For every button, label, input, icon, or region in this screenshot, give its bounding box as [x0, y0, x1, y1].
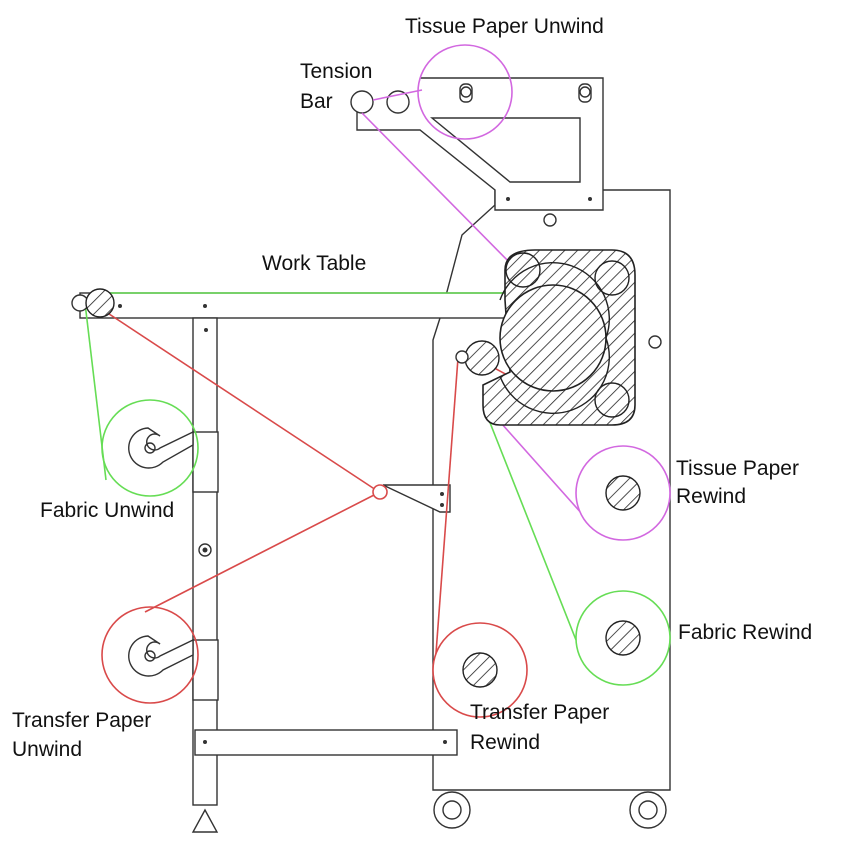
label-tension-bar-line2: Bar: [300, 90, 333, 113]
transfer-paper-rewind-roll: [432, 622, 528, 718]
label-fabric-unwind: Fabric Unwind: [40, 499, 174, 522]
label-transfer-paper-unwind-line2: Unwind: [12, 738, 82, 761]
fabric-unwind-roll: [101, 399, 199, 497]
drum-idler-roller: [455, 340, 500, 376]
label-transfer-paper-rewind-line2: Rewind: [470, 731, 540, 754]
center-idler-bracket: [382, 484, 451, 513]
table-end-roller: [71, 288, 115, 318]
label-work-table: Work Table: [262, 252, 366, 275]
tissue-unwind-bracket: [356, 77, 604, 211]
fabric-rewind-roll: [575, 590, 671, 686]
cabinet-wheels: [433, 791, 667, 829]
center-idler-roller: [372, 484, 388, 500]
heated-drum-assembly: [482, 249, 636, 426]
label-tension-bar-line1: Tension: [300, 60, 372, 83]
label-fabric-rewind: Fabric Rewind: [678, 621, 812, 644]
work-stand: [191, 317, 458, 833]
label-tissue-paper-unwind: Tissue Paper Unwind: [405, 15, 604, 38]
label-transfer-paper-unwind-line1: Transfer Paper: [12, 709, 151, 732]
label-transfer-paper-rewind-line1: Transfer Paper: [470, 701, 609, 724]
tension-bar: [350, 90, 410, 114]
label-tissue-paper-rewind-line1: Tissue Paper: [676, 457, 799, 480]
tissue-paper-rewind-roll: [575, 445, 671, 541]
tissue-paper-unwind-roll: [417, 44, 513, 140]
work-table: [79, 292, 536, 319]
label-tissue-paper-rewind-line2: Rewind: [676, 485, 746, 508]
transfer-paper-unwind-roll: [101, 606, 199, 704]
